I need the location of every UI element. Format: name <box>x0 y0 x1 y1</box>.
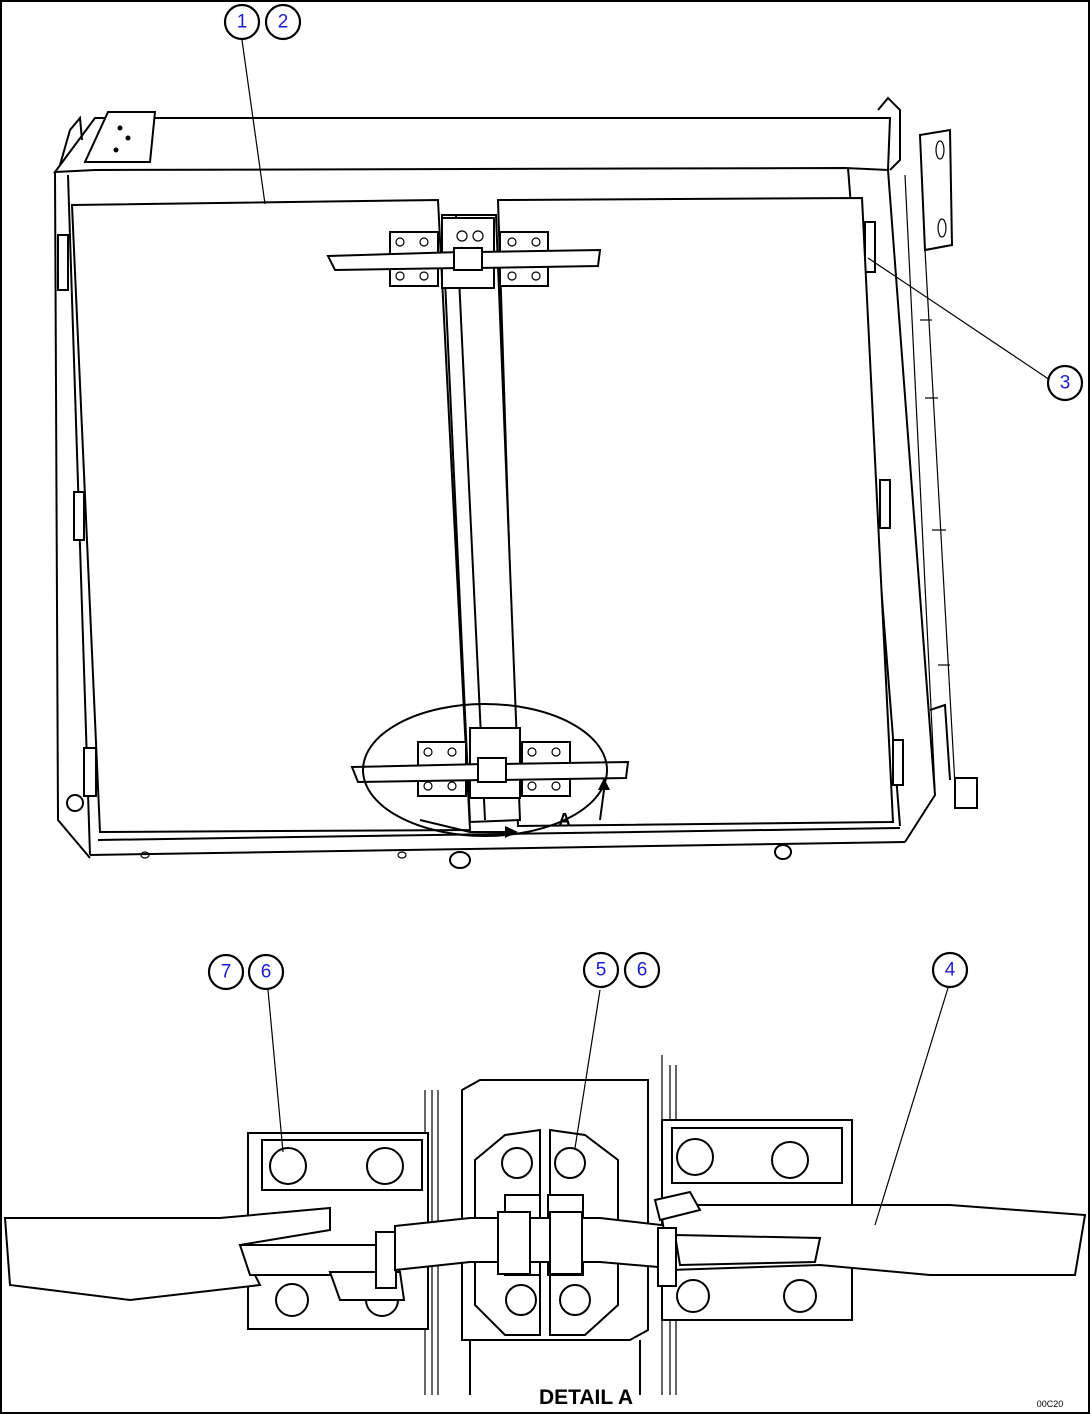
top-latch-cluster <box>326 217 602 289</box>
left-screen-panel <box>70 198 472 834</box>
leader-4 <box>874 987 949 1226</box>
detail-a-view <box>3 1055 1087 1395</box>
callout-3: 3 <box>1046 364 1084 402</box>
left-hinge-bottom <box>83 747 97 797</box>
right-hinge-bottom <box>892 739 904 786</box>
callout-1: 1 <box>223 3 261 41</box>
frame-assembly <box>52 96 978 869</box>
detail-a-caption: DETAIL A <box>539 1386 633 1409</box>
leader-3 <box>867 257 1051 381</box>
detail-a-arrow <box>419 819 515 833</box>
left-hinge-mid <box>73 491 85 541</box>
drawing-code: 00C20 <box>1037 1399 1064 1409</box>
svg-text:3: 3 <box>1060 373 1071 394</box>
bottom-foot-right <box>774 844 792 860</box>
svg-text:4: 4 <box>945 960 956 981</box>
leader-1-2 <box>241 39 266 205</box>
right-drain-fitting <box>954 777 978 809</box>
callout-5: 5 <box>582 951 620 989</box>
top-left-bracket <box>83 111 157 163</box>
detail-a-circle <box>362 703 608 837</box>
view-marker-label: A <box>558 810 571 830</box>
left-bolt <box>66 794 84 812</box>
callout-6-right: 6 <box>623 951 661 989</box>
leader-5-6 <box>574 989 601 1149</box>
bolt-item-7 <box>269 1147 307 1185</box>
right-hinge-top <box>864 221 876 273</box>
svg-text:5: 5 <box>596 960 607 981</box>
right-screen-panel <box>496 196 895 828</box>
svg-text:6: 6 <box>637 960 648 981</box>
leader-7-6 <box>267 989 284 1153</box>
svg-text:2: 2 <box>278 12 289 33</box>
frame-top-surface <box>52 117 892 174</box>
callout-2: 2 <box>264 3 302 41</box>
callout-4: 4 <box>931 951 969 989</box>
right-hinge-mid <box>879 479 891 529</box>
svg-text:6: 6 <box>261 962 272 983</box>
callout-6-left: 6 <box>247 953 285 991</box>
center-post <box>440 214 522 824</box>
svg-text:7: 7 <box>221 962 232 983</box>
bottom-foot-center <box>449 851 471 869</box>
left-hinge-top <box>57 234 69 291</box>
callout-7: 7 <box>207 953 245 991</box>
svg-text:1: 1 <box>237 12 248 33</box>
center-latch-link <box>394 1217 671 1272</box>
bottom-latch-cluster <box>350 727 630 799</box>
